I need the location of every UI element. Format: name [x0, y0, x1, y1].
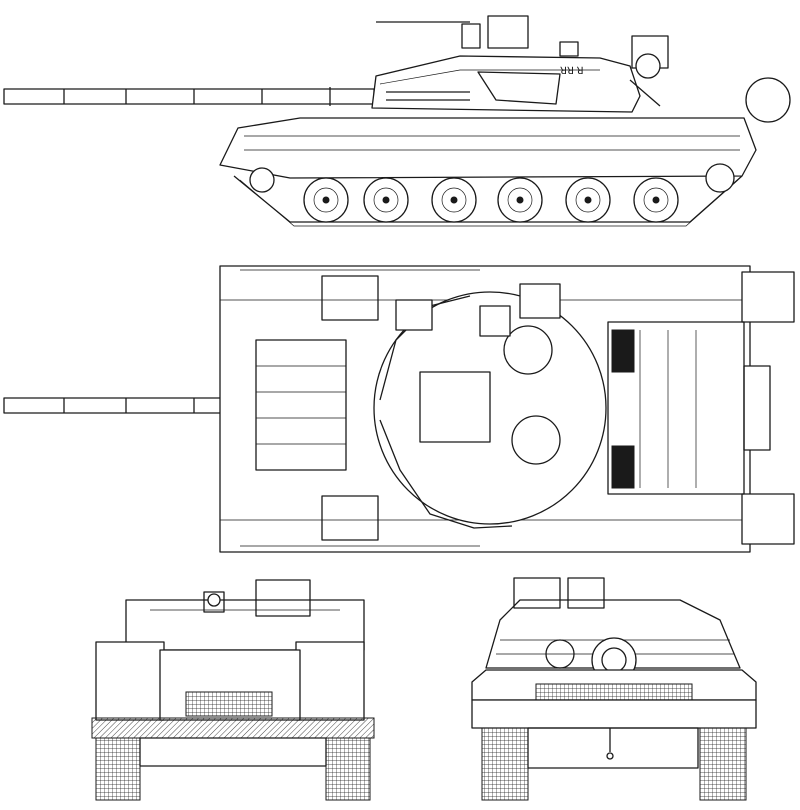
side-view: ꓤꓤ ꓤ — [3, 15, 791, 227]
top-reactive-armor — [379, 283, 561, 529]
front-turret — [485, 577, 741, 669]
rear-upper-hull — [125, 579, 365, 651]
side-idler-wheel — [249, 167, 275, 193]
top-rear-fenders — [741, 271, 795, 545]
rear-view — [91, 579, 375, 801]
rear-fuel-drums — [95, 641, 365, 721]
rear-tracks — [95, 737, 371, 801]
side-hull — [219, 117, 757, 179]
side-track — [233, 175, 743, 227]
front-hull-glacis — [471, 669, 757, 701]
side-gun-barrel — [3, 87, 375, 106]
top-stowage-boxes — [255, 275, 379, 541]
front-view — [471, 577, 757, 801]
top-view — [3, 265, 795, 553]
top-engine-deck — [607, 321, 745, 495]
top-turret — [373, 291, 607, 525]
side-snorkel-drum — [745, 77, 791, 123]
front-tracks — [481, 727, 747, 801]
side-drive-sprocket — [705, 163, 735, 193]
rear-hull-plate — [159, 649, 301, 721]
side-road-wheels — [303, 177, 679, 223]
side-turret: ꓤꓤ ꓤ — [371, 15, 641, 113]
side-searchlight — [629, 35, 669, 107]
front-lower-plate — [471, 699, 757, 769]
turret-marking: ꓤꓤ ꓤ — [560, 66, 584, 77]
